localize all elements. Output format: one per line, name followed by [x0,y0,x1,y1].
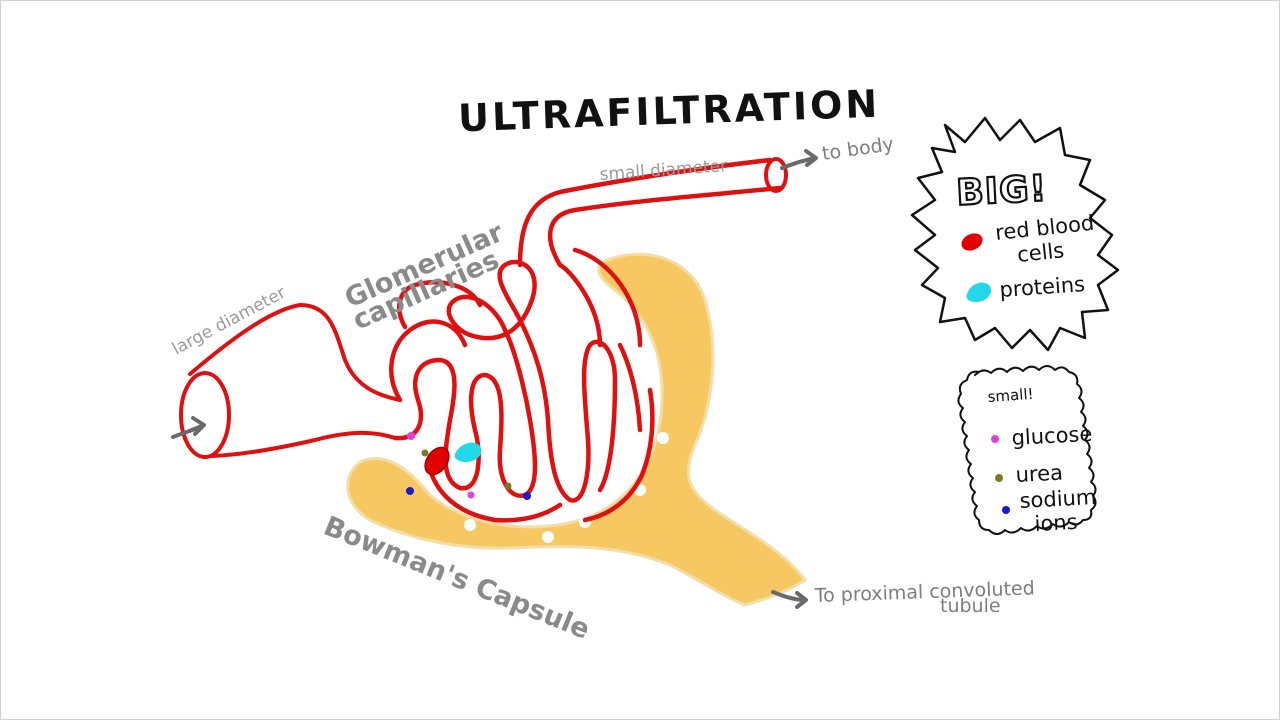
big-legend-protein-swatch [966,282,992,302]
small-legend-urea-swatch [995,474,1003,482]
small-legend-wavy-border [957,365,1097,535]
to-pct-label-line2: tubule [940,595,1001,617]
urea-particle [504,482,512,490]
small-legend-sodium-label-line1: sodium [1019,485,1097,513]
small-legend-sodium-label-line2: ions [1034,510,1078,536]
sodium-particle [523,492,531,500]
red-blood-cell-particle [424,446,450,476]
glucose-particle [467,491,475,499]
diagram-title: ULTRAFILTRATION [457,82,880,141]
glucose-particle [407,432,415,440]
protein-particle [454,442,482,462]
large-diameter-label: large diameter [169,283,289,360]
small-legend: small! glucose urea sodium ions [957,365,1097,536]
big-legend-spiky-border [910,116,1120,352]
urea-particle [421,449,429,457]
to-body-arrow [780,149,818,170]
arrows [171,149,818,609]
big-legend-rbc-label-line2: cells [1016,238,1065,267]
glomerular-capillary-loops [389,157,783,523]
afferent-vessel [179,303,402,459]
filtrate-particles [406,432,531,500]
to-pct-arrow [771,590,808,609]
small-diameter-label: small diameter [599,156,728,185]
to-pct-label-line1: To proximal convoluted [813,577,1035,607]
big-legend: BIG! red blood cells proteins [910,116,1120,352]
efferent-vessel-end [764,157,788,193]
small-legend-heading: small! [987,385,1034,406]
small-legend-sodium-swatch [1002,506,1010,514]
inflow-arrow [171,416,206,439]
big-legend-heading: BIG! [955,168,1048,214]
big-legend-rbc-swatch [961,233,983,251]
small-legend-glucose-swatch [991,435,999,443]
big-legend-protein-label: proteins [999,272,1086,302]
small-legend-glucose-label: glucose [1011,422,1093,450]
sodium-particle [406,487,414,495]
to-body-label: to body [821,133,895,165]
small-legend-urea-label: urea [1015,461,1063,487]
